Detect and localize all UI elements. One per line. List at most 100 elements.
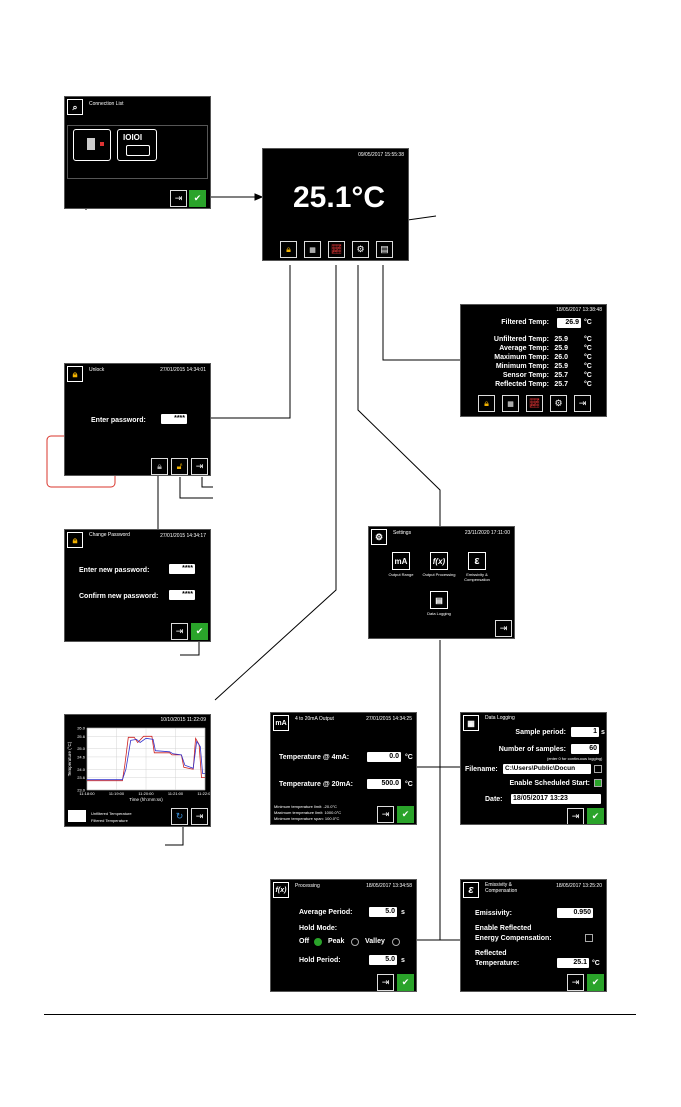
output-range-screen: mA 4 to 20mA Output 27/01/2015 14:34:25 … bbox=[270, 712, 417, 825]
new-password-field[interactable]: **** bbox=[169, 564, 195, 574]
ok-button[interactable]: ✔ bbox=[189, 190, 206, 207]
note: Maximum temperature limit: 1000.0°C bbox=[274, 810, 342, 815]
compensation-checkbox[interactable] bbox=[585, 934, 593, 942]
filename-label: Filename: bbox=[465, 766, 498, 773]
samples-field[interactable]: 60 bbox=[571, 744, 599, 754]
connection-panel bbox=[67, 125, 208, 179]
average-period-field[interactable]: 5.0 bbox=[369, 907, 397, 917]
note: Minimum temperature span: 100.0°C bbox=[274, 816, 340, 821]
date-field[interactable]: 18/05/2017 13:23 bbox=[511, 794, 601, 804]
exit-button[interactable]: ⇥ bbox=[495, 620, 512, 637]
confirm-password-label: Confirm new password: bbox=[79, 593, 159, 600]
sample-period-label: Sample period: bbox=[515, 729, 566, 736]
emissivity-field[interactable]: 0.950 bbox=[557, 908, 593, 918]
exit-button[interactable]: ⇥ bbox=[567, 974, 584, 991]
settings-button[interactable]: ⚙ bbox=[550, 395, 567, 412]
data-logging-tile[interactable]: ▤ bbox=[430, 591, 448, 609]
lock-button[interactable]: 🔒︎ bbox=[280, 241, 297, 258]
note: Minimum temperature limit: -20.0°C bbox=[274, 804, 337, 809]
hold-period-field[interactable]: 5.0 bbox=[369, 955, 397, 965]
reflected-temp-field[interactable]: 25.1 bbox=[557, 958, 589, 968]
output-range-tile[interactable]: mA bbox=[392, 552, 410, 570]
function-icon: f(x) bbox=[273, 882, 289, 898]
exit-button[interactable]: ⇥ bbox=[171, 623, 188, 640]
unlock-button[interactable]: 🔓︎ bbox=[171, 458, 188, 475]
table-button[interactable]: ▤ bbox=[376, 241, 393, 258]
mode-off-radio[interactable] bbox=[314, 938, 322, 946]
unit: °C bbox=[592, 960, 600, 967]
reading-label: Reflected Temp: bbox=[495, 381, 549, 388]
filename-field[interactable]: C:\Users\Public\Docun bbox=[503, 764, 591, 774]
mode-peak-radio[interactable] bbox=[351, 938, 359, 946]
x-axis-label: Time (hh:mm:ss) bbox=[129, 797, 163, 802]
reading-unit: °C bbox=[584, 354, 592, 361]
connection-list-screen: ⌕ Connection List IOIOI ⇥ ✔ bbox=[64, 96, 211, 209]
emissivity-screen: ε Emissivity & Compensation 18/05/2017 1… bbox=[460, 879, 607, 992]
readings-button[interactable]: ▦ bbox=[502, 395, 519, 412]
y-tick-label: 23.0 bbox=[77, 788, 86, 793]
confirm-password-field[interactable]: **** bbox=[169, 590, 195, 600]
mode-off-label: Off bbox=[299, 938, 310, 945]
filtered-temp-value: 26.9 bbox=[557, 318, 581, 328]
exit-button[interactable]: ⇥ bbox=[377, 806, 394, 823]
sample-period-field[interactable]: 1 bbox=[571, 727, 599, 737]
reading-value: 25.9 bbox=[554, 336, 568, 343]
processing-screen: f(x) Processing 18/05/2017 13:34:58 Aver… bbox=[270, 879, 417, 992]
change-password-button[interactable]: 🔒︎ bbox=[151, 458, 168, 475]
settings-button[interactable]: ⚙ bbox=[352, 241, 369, 258]
reading-label: Unfiltered Temp: bbox=[493, 336, 549, 343]
emissivity-tile[interactable]: ε bbox=[468, 552, 486, 570]
series-line-1 bbox=[87, 737, 205, 781]
scheduled-start-checkbox[interactable] bbox=[594, 779, 602, 787]
exit-button[interactable]: ⇥ bbox=[567, 808, 584, 824]
serial-port-icon[interactable]: IOIOI bbox=[117, 129, 157, 161]
y-axis-label: Temperature (°C) bbox=[67, 741, 72, 776]
hold-mode-label: Hold Mode: bbox=[299, 925, 338, 932]
exit-button[interactable]: ⇥ bbox=[574, 395, 591, 412]
unlock-screen: 🔒︎ Unlock 27/01/2015 14:34:01 Enter pass… bbox=[64, 363, 211, 476]
search-icon[interactable]: ⌕ bbox=[67, 99, 83, 115]
data-logging-label: Data Logging bbox=[427, 611, 451, 616]
browse-button[interactable] bbox=[594, 765, 602, 773]
epsilon-icon: ε bbox=[463, 882, 479, 898]
graph-button[interactable]: 📈︎ bbox=[526, 395, 543, 412]
usb-connection-icon[interactable] bbox=[73, 129, 111, 161]
x-tick-label: 11:21:00 bbox=[168, 791, 184, 796]
ok-button[interactable]: ✔ bbox=[397, 806, 414, 823]
lock-button[interactable]: 🔒︎ bbox=[478, 395, 495, 412]
graph-button[interactable]: 📈︎ bbox=[328, 241, 345, 258]
temp-20ma-field[interactable]: 500.0 bbox=[367, 779, 401, 789]
exit-button[interactable]: ⇥ bbox=[170, 190, 187, 207]
timestamp: 18/05/2017 13:34:58 bbox=[366, 883, 412, 889]
ok-button[interactable]: ✔ bbox=[397, 974, 414, 991]
exit-button[interactable]: ⇥ bbox=[191, 458, 208, 475]
reading-value: 25.7 bbox=[554, 381, 568, 388]
settings-icon: ⚙ bbox=[371, 529, 387, 545]
y-tick-label: 23.6 bbox=[77, 775, 86, 780]
timestamp: 27/01/2015 14:34:17 bbox=[160, 533, 206, 539]
mode-valley-radio[interactable] bbox=[392, 938, 400, 946]
exit-button[interactable]: ⇥ bbox=[377, 974, 394, 991]
timestamp: 18/05/2017 13:38:48 bbox=[556, 307, 602, 313]
reset-button[interactable]: ↻ bbox=[171, 808, 188, 825]
reading-unit: °C bbox=[584, 381, 592, 388]
output-processing-tile[interactable]: f(x) bbox=[430, 552, 448, 570]
ok-button[interactable]: ✔ bbox=[587, 974, 604, 991]
ok-button[interactable]: ✔ bbox=[191, 623, 208, 640]
reading-value: 25.9 bbox=[554, 363, 568, 370]
reading-unit: °C bbox=[584, 345, 592, 352]
readings-button[interactable]: ▦ bbox=[304, 241, 321, 258]
timestamp: 23/11/2020 17:11:00 bbox=[464, 530, 510, 536]
ok-button[interactable]: ✔ bbox=[587, 808, 604, 824]
screen-title: Unlock bbox=[89, 367, 105, 373]
reading-value: 25.9 bbox=[554, 345, 568, 352]
screen-title: Change Password bbox=[89, 532, 130, 538]
screen-title: Data Logging bbox=[485, 715, 515, 721]
screen-title: Connection List bbox=[89, 101, 124, 107]
password-field[interactable]: **** bbox=[161, 414, 187, 424]
filtered-temp-label: Filtered Temp: bbox=[501, 319, 549, 326]
temp-4ma-field[interactable]: 0.0 bbox=[367, 752, 401, 762]
average-period-label: Average Period: bbox=[299, 909, 353, 916]
series-line-0 bbox=[87, 735, 205, 782]
exit-button[interactable]: ⇥ bbox=[191, 808, 208, 825]
